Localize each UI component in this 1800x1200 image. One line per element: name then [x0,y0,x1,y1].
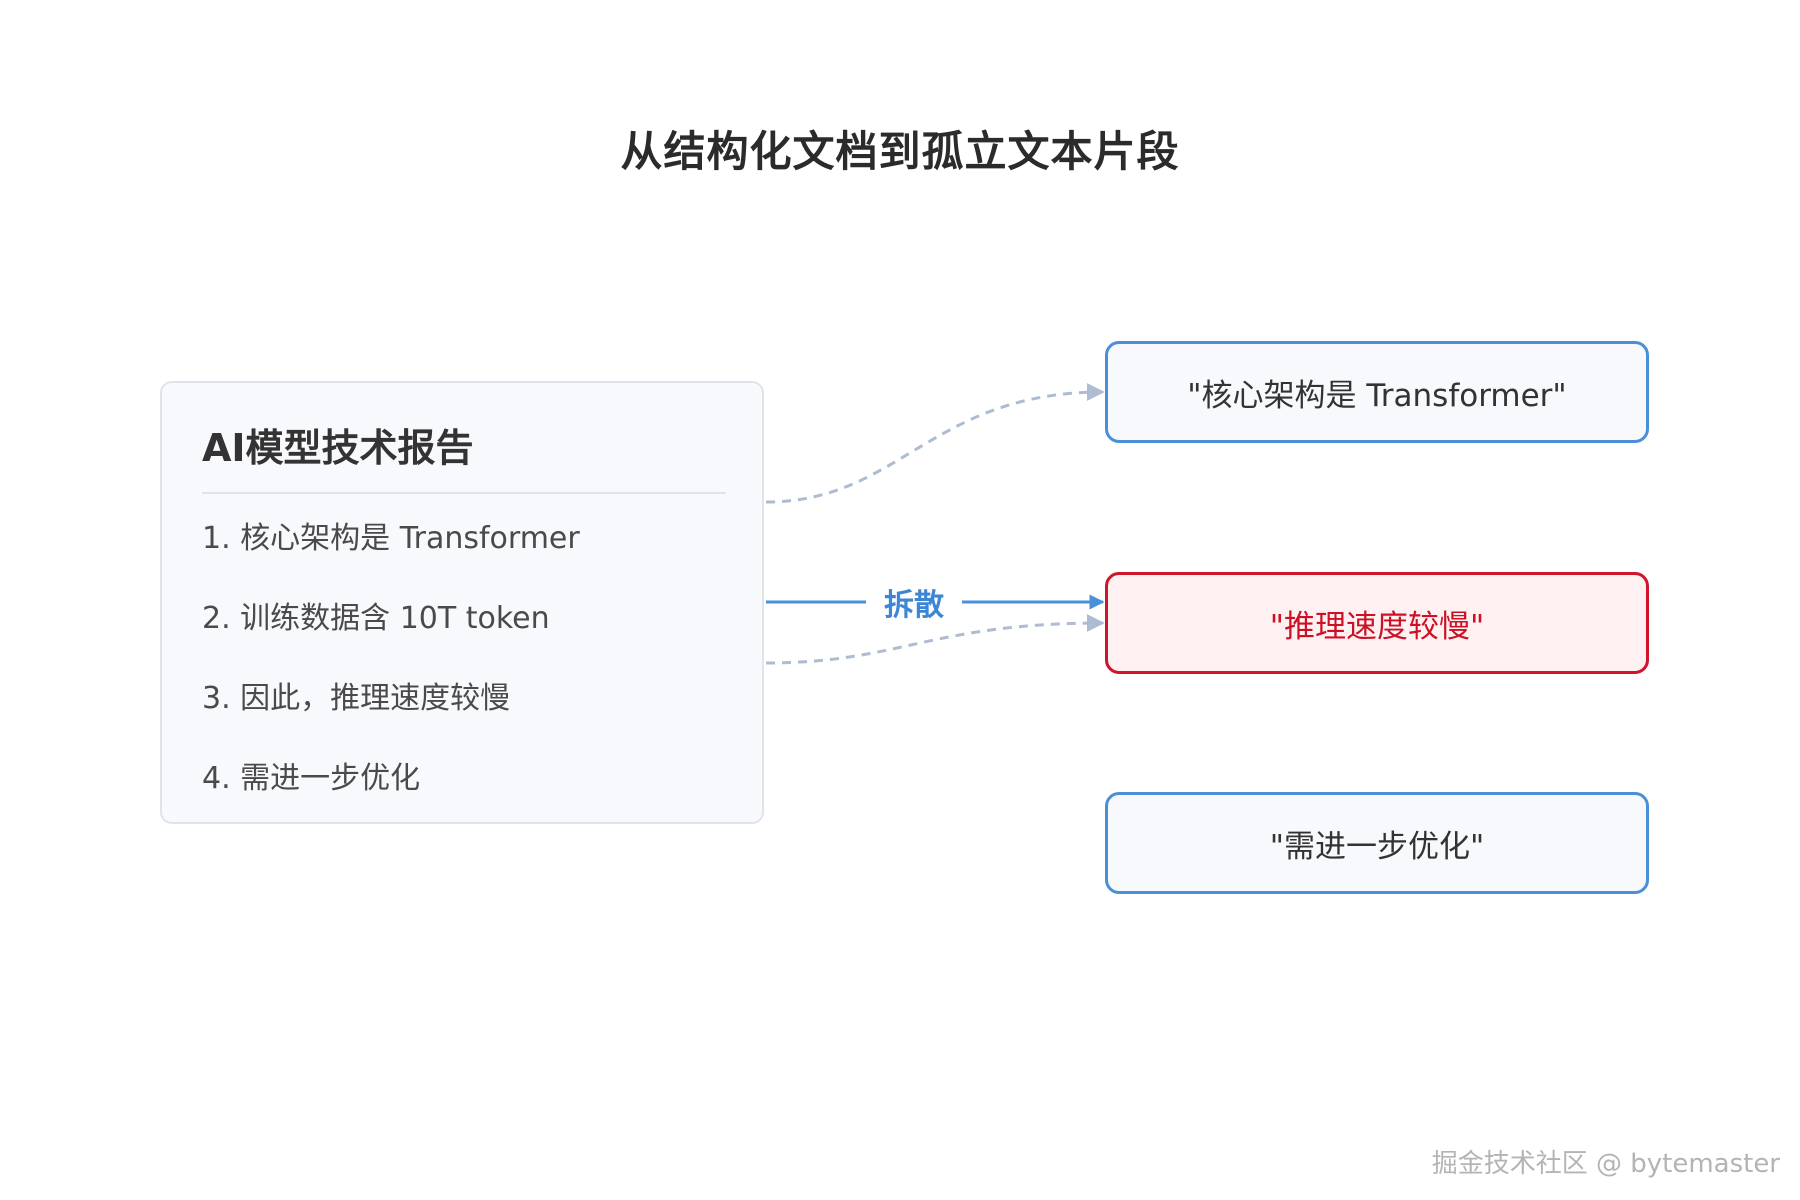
document-item-1: 1. 核心架构是 Transformer [202,521,580,556]
diagram-title: 从结构化文档到孤立文本片段 [620,127,1180,176]
document-divider [202,492,726,494]
fragment-box-1: "核心架构是 Transformer" [1105,341,1649,443]
document-item-2: 2. 训练数据含 10T token [202,601,550,636]
fragment-box-2-highlighted: "推理速度较慢" [1105,572,1649,674]
watermark: 掘金技术社区 @ bytemaster [1431,1149,1780,1179]
dashed-connector-item3-to-fragment2 [765,614,1105,665]
document-item-4: 4. 需进一步优化 [202,761,421,796]
split-action-label: 拆散 [866,580,962,624]
fragment-box-3: "需进一步优化" [1105,792,1649,894]
dashed-connector-item1-to-fragment1 [765,383,1105,504]
document-item-3: 3. 因此，推理速度较慢 [202,681,511,716]
document-heading: AI模型技术报告 [202,426,474,470]
structured-document-card: AI模型技术报告 1. 核心架构是 Transformer 2. 训练数据含 1… [160,381,764,824]
